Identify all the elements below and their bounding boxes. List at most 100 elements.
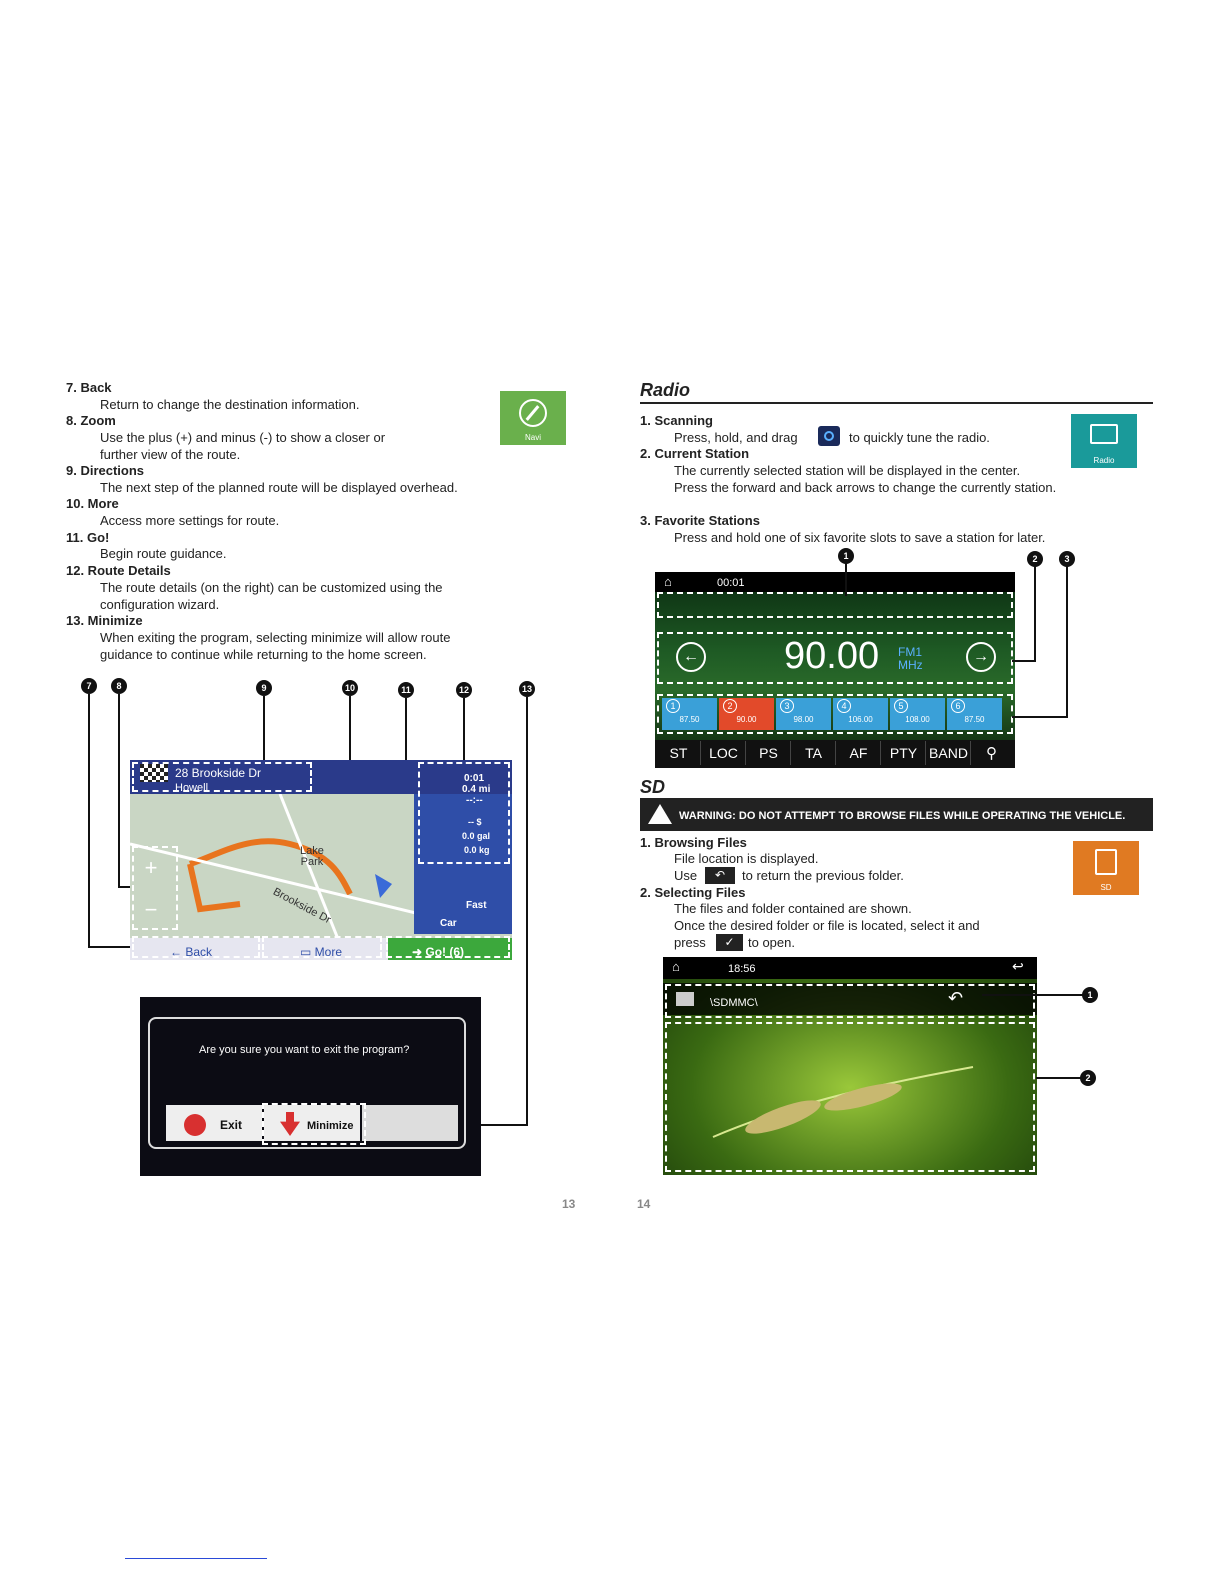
radio-unit: MHz — [898, 658, 923, 672]
footer-rule — [125, 1558, 267, 1559]
radio-button-ta[interactable]: TA — [792, 741, 836, 765]
tile-label: Radio — [1093, 456, 1115, 465]
checkmark-icon: ✓ — [716, 934, 743, 951]
nav-street: 28 Brookside Dr — [175, 766, 262, 780]
home-icon[interactable]: ⌂ — [672, 959, 680, 974]
preset-frequency: 87.50 — [964, 715, 985, 724]
item-title: 9. Directions — [66, 463, 145, 478]
sd-clock: 18:56 — [728, 963, 756, 975]
preset-number: 6 — [951, 699, 965, 713]
item-title: 8. Zoom — [66, 413, 116, 428]
item-title: 10. More — [66, 496, 119, 511]
compass-icon — [519, 399, 547, 427]
tile-label: SD — [1100, 883, 1112, 892]
sd-app-tile: SD — [1073, 841, 1139, 895]
nav-time: 0:01 — [464, 773, 485, 784]
nav-co2: 0.0 kg — [464, 845, 490, 855]
nav-mode-fast[interactable]: Fast — [466, 900, 487, 911]
item-text: press — [674, 935, 706, 950]
radio-frequency: 90.00 — [784, 635, 880, 677]
go-button[interactable]: ➜ Go! (6) — [412, 945, 465, 959]
radio-heading: Radio — [640, 380, 691, 400]
folder-icon — [676, 992, 694, 1006]
item-text: File location is displayed. — [674, 851, 819, 866]
more-button[interactable]: ▭ More — [300, 945, 343, 959]
radio-icon — [1090, 424, 1118, 444]
item-text: Use — [674, 868, 698, 883]
zoom-in-icon[interactable]: + — [144, 855, 158, 880]
sd-path: \SDMMC\ — [710, 997, 758, 1009]
minimize-button[interactable]: Minimize — [307, 1120, 354, 1132]
nav-fuel: 0.0 gal — [462, 831, 491, 841]
route-map — [130, 794, 420, 944]
back-arrow-icon[interactable]: ← — [676, 642, 706, 672]
item-title: 2. Current Station — [640, 446, 750, 461]
radio-callout-1: 1 — [838, 548, 854, 564]
item-text: The route details (on the right) can be … — [100, 580, 443, 595]
item-text: Access more settings for route. — [100, 513, 280, 528]
radio-button-band[interactable]: BAND — [927, 741, 971, 765]
item-title: 13. Minimize — [66, 613, 143, 628]
preset-number: 1 — [666, 699, 680, 713]
nav-cost: -- $ — [468, 817, 482, 827]
more-label: More — [314, 945, 343, 959]
radio-button-ps[interactable]: PS — [747, 741, 791, 765]
home-icon[interactable]: ⌂ — [664, 574, 672, 589]
warning-text: WARNING: DO NOT ATTEMPT TO BROWSE FILES … — [679, 810, 1126, 822]
item-text: Press, hold, and drag — [674, 430, 798, 445]
item-text: further view of the route. — [100, 447, 241, 462]
callout-13: 13 — [519, 681, 535, 697]
item-text: The files and folder contained are shown… — [674, 901, 912, 916]
preset-frequency: 87.50 — [679, 715, 700, 724]
item-text: to return the previous folder. — [742, 868, 904, 883]
tuner-knob-icon — [818, 426, 840, 446]
grass-photo — [712, 1066, 974, 1138]
item-text: The currently selected station will be d… — [674, 463, 1021, 478]
back-icon[interactable]: ↩ — [1012, 958, 1024, 974]
item-text: Press the forward and back arrows to cha… — [674, 480, 1057, 495]
preset-frequency: 106.00 — [848, 715, 873, 724]
radio-button-st[interactable]: ST — [657, 741, 701, 765]
search-icon[interactable]: ⚲ — [986, 745, 997, 762]
nav-distance: 0.4 mi — [462, 784, 491, 795]
nav-eta: --:-- — [466, 795, 483, 806]
radio-app-tile: Radio — [1071, 414, 1137, 468]
preset-number: 4 — [837, 699, 851, 713]
up-folder-icon[interactable]: ↶ — [948, 988, 964, 1008]
zoom-out-icon[interactable]: − — [144, 897, 158, 922]
sd-heading: SD — [640, 777, 666, 797]
item-title: 7. Back — [66, 380, 112, 395]
radio-button-af[interactable]: AF — [837, 741, 881, 765]
item-title: 3. Favorite Stations — [640, 513, 760, 528]
sd-callout-1: 1 — [1082, 987, 1098, 1003]
callout-12: 12 — [456, 682, 472, 698]
heading-rule — [640, 402, 1153, 404]
nav-mode-car[interactable]: Car — [440, 918, 457, 929]
exit-dialog-screenshot — [140, 997, 481, 1176]
item-text: Press and hold one of six favorite slots… — [674, 530, 1046, 545]
sd-card-icon — [1095, 849, 1117, 875]
back-button[interactable]: ← Back — [170, 945, 213, 959]
item-text: Begin route guidance. — [100, 546, 227, 561]
callout-9: 9 — [256, 680, 272, 696]
preset-slot-4[interactable]: 4 106.00 — [833, 698, 888, 730]
sd-screenshot — [663, 957, 1037, 1175]
checkered-flag-icon — [140, 764, 168, 782]
preset-number: 2 — [723, 699, 737, 713]
preset-frequency: 98.00 — [793, 715, 814, 724]
forward-arrow-icon[interactable]: → — [966, 642, 996, 672]
item-title: 2. Selecting Files — [640, 885, 746, 900]
radio-button-pty[interactable]: PTY — [882, 741, 926, 765]
radio-button-loc[interactable]: LOC — [702, 741, 746, 765]
sd-callout-2: 2 — [1080, 1070, 1096, 1086]
warning-banner: WARNING: DO NOT ATTEMPT TO BROWSE FILES … — [640, 798, 1153, 831]
item-title: 12. Route Details — [66, 563, 171, 578]
exit-button[interactable]: Exit — [220, 1118, 243, 1132]
go-label: Go! (6) — [425, 945, 465, 959]
navigation-screenshot: Lake Park Brookside Dr — [130, 760, 512, 960]
